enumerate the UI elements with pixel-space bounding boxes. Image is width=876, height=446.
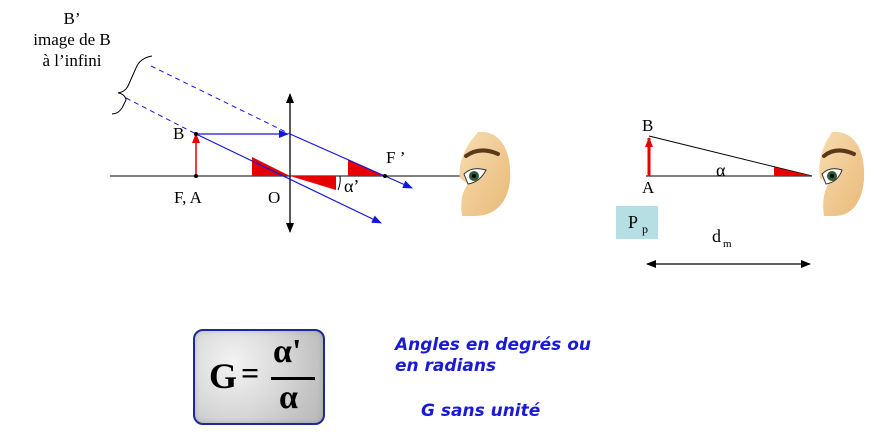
left-lens-diagram — [110, 55, 470, 233]
angle-marker-center — [290, 176, 336, 190]
formula-equals: = — [241, 355, 260, 391]
angle-marker-object-side — [252, 157, 290, 176]
label-point-o: O — [268, 188, 281, 207]
note-line3: G sans unité — [421, 401, 541, 421]
dm-sub: m — [723, 238, 732, 250]
note-line2: en radians — [395, 356, 497, 376]
formula-lhs: G — [209, 356, 238, 396]
point-fprime-dot — [383, 174, 387, 178]
point-b-dot — [194, 132, 198, 136]
ray-through-focus — [289, 133, 413, 189]
label-alpha: α — [716, 160, 726, 180]
label-alpha-prime: α’ — [344, 176, 360, 196]
image-label-line3: à l’infini — [42, 51, 102, 70]
formula-denominator: α — [279, 379, 298, 416]
ray-through-center — [195, 133, 382, 224]
image-brace — [111, 55, 153, 115]
eye-illustration-right — [819, 131, 865, 216]
image-label: B’ image de B à l’infini — [14, 8, 130, 71]
pp-main: P — [628, 212, 639, 232]
virtual-ray-upper — [150, 65, 291, 135]
right-eye-diagram — [645, 135, 813, 268]
image-label-line1: B’ — [63, 9, 81, 28]
image-label-line2: image de B — [33, 30, 111, 49]
angle-marker-alpha — [774, 167, 812, 176]
label-point-b: B — [173, 124, 185, 143]
fraction-bar — [271, 377, 315, 380]
label-right-b: B — [642, 116, 654, 135]
virtual-ray-lower — [125, 97, 197, 135]
note-line1: Angles en degrés ou — [395, 335, 591, 355]
magnification-formula-box: G = α' α — [193, 329, 325, 425]
point-fa-dot — [194, 174, 198, 178]
label-point-fprime: F ’ — [386, 148, 406, 167]
label-right-a: A — [642, 178, 655, 197]
dm-main: d — [712, 226, 721, 246]
near-point-box: P p — [616, 206, 658, 239]
eye-illustration-left — [459, 131, 511, 216]
dm-label: d m — [712, 226, 742, 254]
pp-sub: p — [642, 222, 648, 236]
formula-numerator: α' — [273, 333, 302, 370]
sight-line — [648, 135, 813, 177]
angle-arc-alpha-prime — [337, 175, 341, 191]
label-point-fa: F, A — [174, 188, 202, 207]
